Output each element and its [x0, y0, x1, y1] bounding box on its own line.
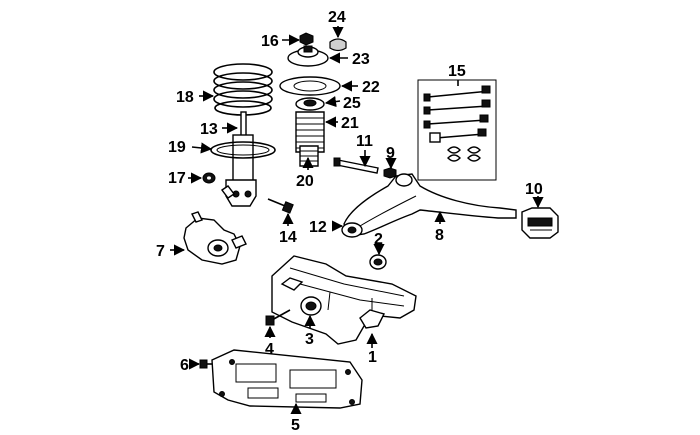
- label-part-3: 3: [305, 331, 314, 348]
- part-5-skid-plate: [211, 349, 363, 409]
- part-9-nut: [383, 167, 397, 179]
- label-part-10: 10: [525, 181, 543, 198]
- label-part-20: 20: [296, 173, 314, 190]
- label-part-14: 14: [279, 229, 297, 246]
- label-part-22: 22: [362, 79, 380, 96]
- label-part-4: 4: [265, 341, 274, 358]
- label-part-16: 16: [261, 33, 279, 50]
- part-18-coil-spring: [213, 63, 273, 116]
- part-4-bolt: [265, 309, 291, 326]
- part-1-crossmember: [271, 255, 417, 345]
- part-10-rear-bushing: [521, 207, 559, 239]
- part-number-labels: 24 16 23 22 18 25 21 13 19 17 20 11 9 15…: [156, 9, 543, 434]
- label-part-8: 8: [435, 227, 444, 244]
- label-part-11: 11: [356, 133, 373, 150]
- part-2-bushing: [369, 254, 387, 270]
- part-7-steering-knuckle: [183, 211, 247, 265]
- label-part-12: 12: [309, 219, 327, 236]
- part-13-strut: [220, 111, 257, 207]
- label-part-6: 6: [180, 357, 189, 374]
- part-15-bolt-kit: [417, 79, 497, 181]
- label-part-25: 25: [343, 95, 361, 112]
- part-24-bump-cap: [329, 38, 347, 52]
- label-part-2: 2: [374, 231, 383, 248]
- label-part-19: 19: [168, 139, 186, 156]
- label-part-15: 15: [448, 63, 466, 80]
- label-part-23: 23: [352, 51, 370, 68]
- label-part-5: 5: [291, 417, 300, 434]
- part-11-long-bolt: [333, 157, 379, 174]
- label-part-1: 1: [368, 349, 377, 366]
- part-22-mount-bearing: [279, 76, 341, 96]
- part-16-nut: [299, 32, 314, 46]
- label-part-7: 7: [156, 243, 165, 260]
- label-part-13: 13: [200, 121, 218, 138]
- part-21-dust-boot: [295, 111, 325, 153]
- part-25-insulator: [295, 97, 325, 111]
- part-23-strut-mount: [287, 45, 329, 67]
- leader-lines: [170, 26, 544, 415]
- label-part-9: 9: [386, 145, 395, 162]
- label-part-24: 24: [328, 9, 346, 26]
- label-part-21: 21: [341, 115, 359, 132]
- part-8-lower-control-arm: [341, 173, 517, 238]
- part-17-nut: [202, 172, 216, 184]
- part-14-bolt: [267, 198, 294, 214]
- part-20-bump-stop: [299, 145, 319, 167]
- label-part-18: 18: [176, 89, 194, 106]
- label-part-17: 17: [168, 170, 186, 187]
- part-3-mount: [300, 296, 322, 316]
